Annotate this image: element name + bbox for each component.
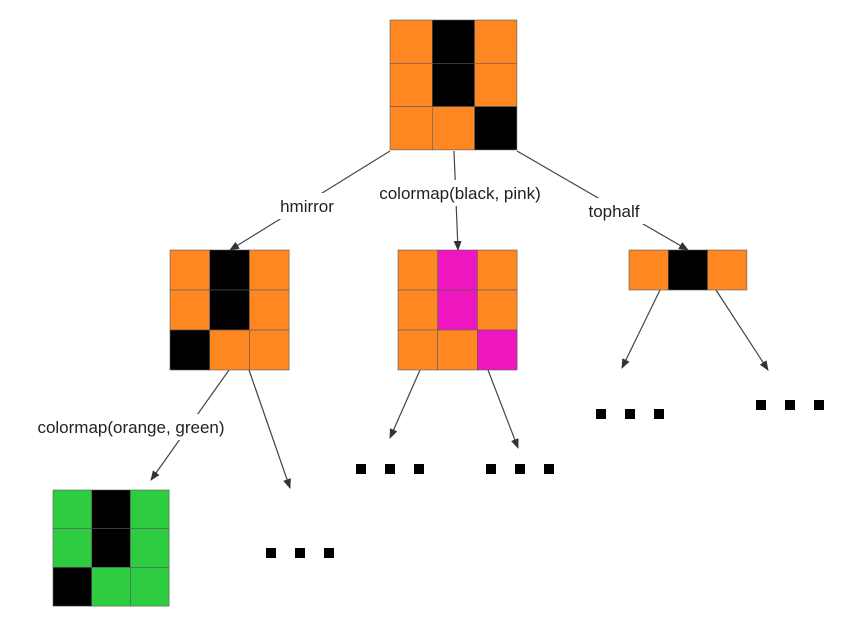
ellipsis-marker <box>756 400 824 410</box>
grid-cell-orange <box>397 289 439 331</box>
ellipsis-marker <box>486 464 554 474</box>
ellipsis-dot <box>814 400 824 410</box>
grid-cell-orange <box>249 289 290 331</box>
grid-cell-orange <box>437 329 478 371</box>
grid-cell-orange <box>477 249 518 291</box>
grid-cell-black <box>474 106 518 151</box>
grid-cell-green <box>52 489 93 530</box>
ellipsis-dot <box>544 464 554 474</box>
grid-cell-green <box>130 489 170 530</box>
grid-cell-orange <box>474 62 518 107</box>
grid-cell-black <box>431 62 475 107</box>
grid-cell-orange <box>249 329 290 371</box>
grid-hmirror <box>169 249 290 371</box>
grid-cell-black <box>91 528 131 568</box>
ellipsis-dot <box>486 464 496 474</box>
ellipsis-dot <box>414 464 424 474</box>
ellipsis-dot <box>596 409 606 419</box>
ellipsis-dot <box>515 464 525 474</box>
grid-cell-orange <box>389 62 433 107</box>
grid-cell-black <box>431 19 475 64</box>
grid-tophalf <box>628 249 748 291</box>
edge-label-hmirror: hmirror <box>280 197 334 216</box>
grid-cell-orange <box>389 106 433 151</box>
ellipsis-dot <box>756 400 766 410</box>
edge-labels: hmirror colormap(black, pink) tophalf co… <box>16 180 649 440</box>
ellipsis-dot <box>266 548 276 558</box>
grid-cell-orange <box>474 19 518 64</box>
edge-hmirror-to-ellipsis <box>248 369 291 489</box>
grid-colormap-orange-green <box>52 489 170 607</box>
grid-cell-green <box>130 528 170 568</box>
grid-cell-orange <box>249 249 290 291</box>
grid-cell-orange <box>477 289 518 331</box>
grid-cell-black <box>169 329 211 371</box>
grid-cell-pink <box>437 289 478 331</box>
grid-cell-black <box>667 249 708 291</box>
grid-cell-green <box>91 567 131 607</box>
grid-cell-orange <box>707 249 748 291</box>
edge-label-tophalf: tophalf <box>588 202 639 221</box>
edge-label-colormap-black-pink: colormap(black, pink) <box>379 184 541 203</box>
ellipsis-marker <box>596 409 664 419</box>
edge-pink-to-ellipsis-left <box>389 369 421 439</box>
grid-cell-orange <box>628 249 669 291</box>
grid-cell-green <box>52 528 93 568</box>
ellipsis-dot <box>785 400 795 410</box>
grid-cell-black <box>209 249 250 291</box>
grid-cell-pink <box>437 249 478 291</box>
grid-cell-black <box>52 567 93 607</box>
grid-cell-pink <box>477 329 518 371</box>
grid-cell-orange <box>169 289 211 331</box>
grid-cell-orange <box>397 329 439 371</box>
edge-tophalf-to-ellipsis-right <box>715 289 769 371</box>
grid-cell-orange <box>209 329 250 371</box>
ellipsis-dot <box>385 464 395 474</box>
grid-colormap-black-pink <box>397 249 518 371</box>
grid-cell-orange <box>431 106 475 151</box>
grid-cell-green <box>130 567 170 607</box>
ellipsis-dot <box>324 548 334 558</box>
grid-cell-black <box>91 489 131 530</box>
edge-pink-to-ellipsis-right <box>487 369 519 449</box>
ellipsis-marker <box>266 548 334 558</box>
edge-tophalf-to-ellipsis-left <box>621 289 661 369</box>
ellipsis-marker <box>356 464 424 474</box>
ellipsis-dot <box>356 464 366 474</box>
grid-cell-orange <box>389 19 433 64</box>
ellipsis-dot <box>625 409 635 419</box>
grid-root <box>389 19 518 151</box>
ellipsis-dot <box>295 548 305 558</box>
edge-label-colormap-orange-green: colormap(orange, green) <box>37 418 224 437</box>
grid-cell-orange <box>169 249 211 291</box>
grid-cell-orange <box>397 249 439 291</box>
ellipsis-dot <box>654 409 664 419</box>
grid-cell-black <box>209 289 250 331</box>
